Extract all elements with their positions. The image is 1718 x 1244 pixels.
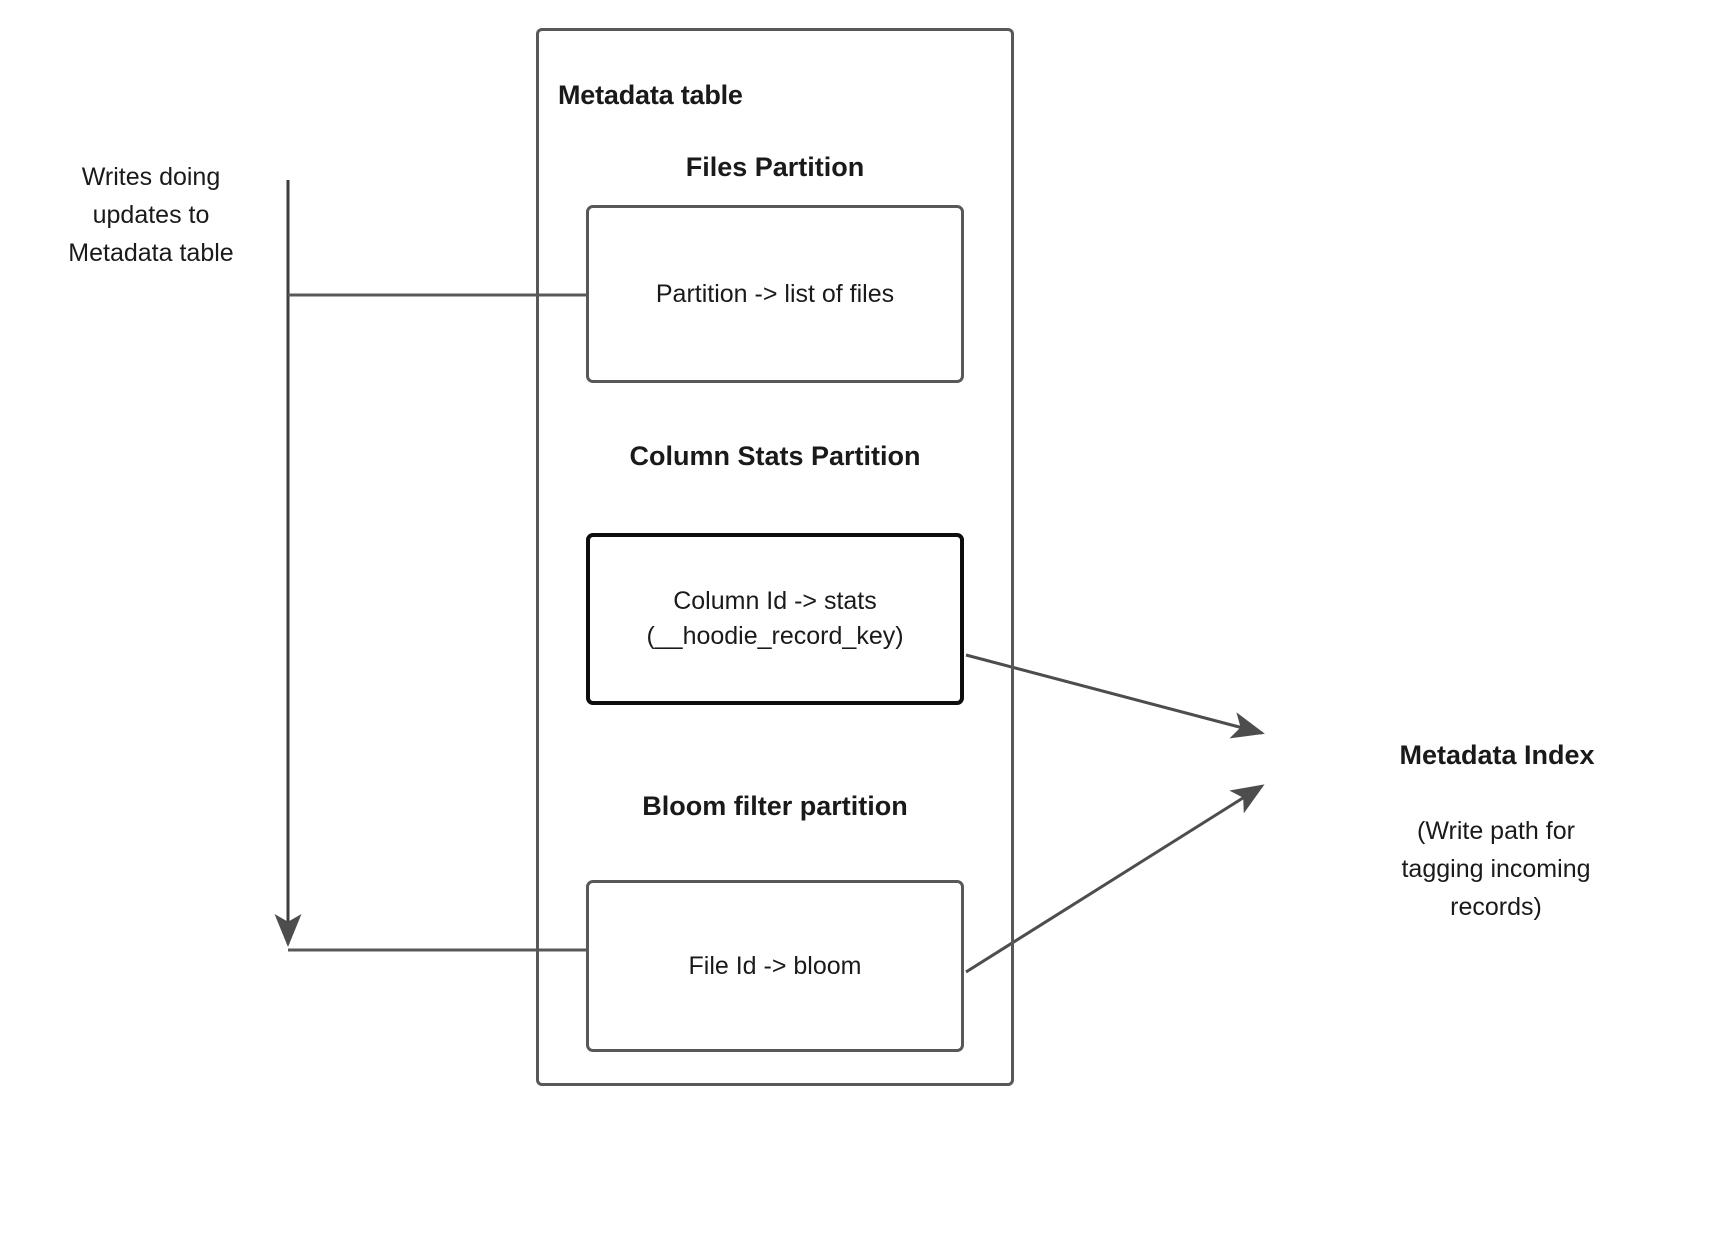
metadata-table-title: Metadata table — [558, 80, 743, 110]
column-stats-partition-heading: Column Stats Partition — [629, 441, 921, 471]
column-stats-partition-box-text: Column Id -> stats (__hoodie_record_key) — [646, 587, 904, 650]
metadata-index-caption: (Write path for tagging incoming records… — [1401, 817, 1591, 921]
writes-updates-note: Writes doing updates to Metadata table — [68, 163, 234, 267]
metadata-index-title: Metadata Index — [1399, 740, 1595, 770]
column-stats-partition-box: Column Id -> stats (__hoodie_record_key) — [586, 533, 964, 705]
bloom-filter-partition-box: File Id -> bloom — [586, 880, 964, 1052]
files-partition-box: Partition -> list of files — [586, 205, 964, 383]
bloom-filter-partition-heading: Bloom filter partition — [642, 791, 908, 821]
files-partition-box-text: Partition -> list of files — [655, 279, 895, 308]
files-partition-heading: Files Partition — [685, 152, 865, 182]
metadata-table-container — [536, 28, 1014, 1086]
bloom-filter-partition-box-text: File Id -> bloom — [688, 951, 862, 980]
